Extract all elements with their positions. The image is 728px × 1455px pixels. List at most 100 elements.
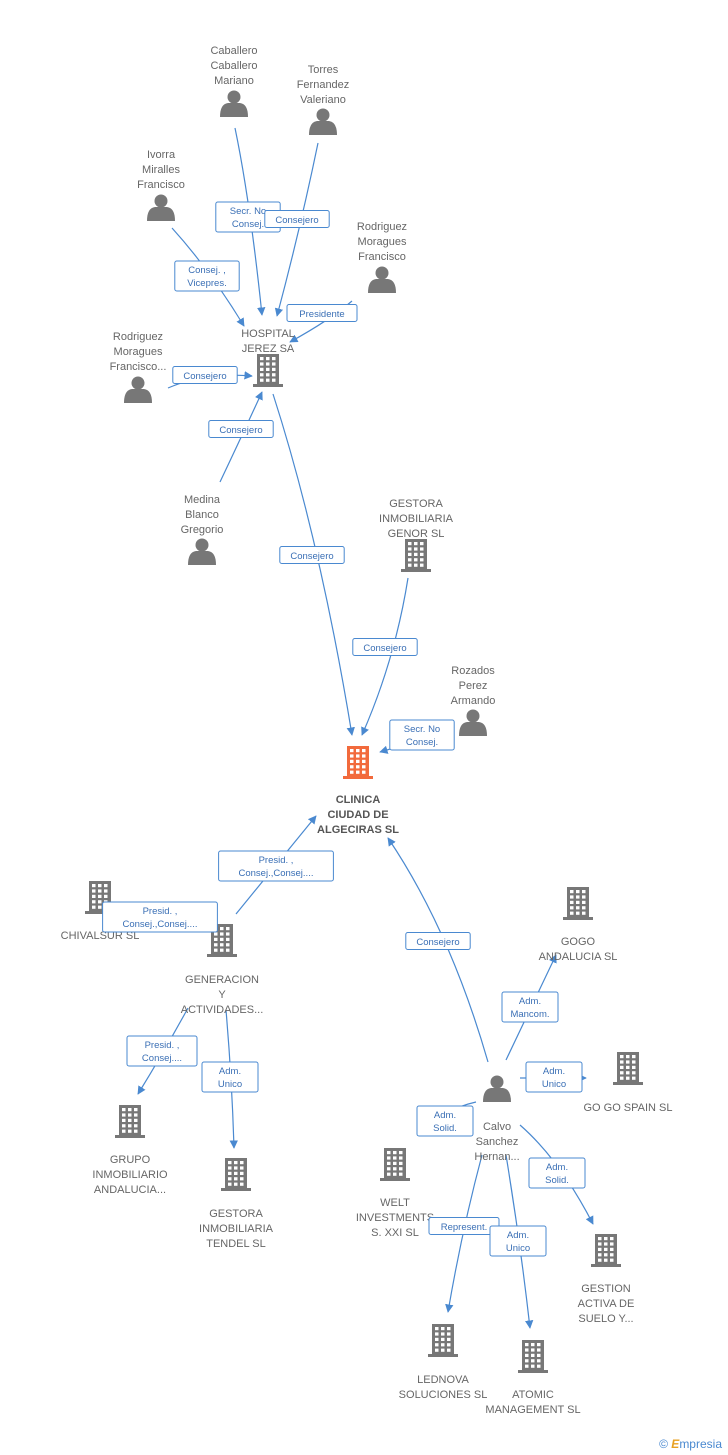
edge-label-text: Consej.,Consej.... xyxy=(123,919,198,930)
node-label: TENDEL SL xyxy=(206,1238,266,1250)
edge-label-box xyxy=(174,260,240,292)
edge-label-calvo-to-gogo_spain[interactable]: Adm.Unico xyxy=(525,1061,583,1093)
node-gogo_spain[interactable]: GO GO SPAIN SL xyxy=(583,1052,673,1114)
edge-hospital-to-clinica xyxy=(272,393,355,736)
node-label: Calvo xyxy=(483,1121,511,1133)
edge-label-rodriguez2-to-hospital[interactable]: Consejero xyxy=(172,366,238,384)
edge-label-text: Mancom. xyxy=(510,1009,549,1020)
edge-label-box xyxy=(525,1061,583,1093)
building-icon xyxy=(401,539,431,572)
node-label: MANAGEMENT SL xyxy=(485,1404,580,1416)
building-icon xyxy=(591,1234,621,1267)
edge-label-text: Presid. , xyxy=(259,855,294,866)
node-label: GESTION xyxy=(581,1283,631,1295)
edge-label-text: Solid. xyxy=(545,1175,569,1186)
node-label: CIUDAD DE xyxy=(327,809,388,821)
edge-label-text: Presid. , xyxy=(143,906,178,917)
node-label: Y xyxy=(218,989,226,1001)
edge-label-text: Adm. xyxy=(507,1230,529,1241)
empresia-brand: © Empresia xyxy=(659,1437,722,1451)
edge-label-calvo-to-atomic[interactable]: Adm.Unico xyxy=(489,1225,547,1257)
edge-label-calvo-to-welt[interactable]: Adm.Solid. xyxy=(416,1105,474,1137)
edge-label-calvo-to-clinica[interactable]: Consejero xyxy=(405,932,471,950)
edge-label-torres-to-hospital[interactable]: Consejero xyxy=(264,210,330,228)
person-icon xyxy=(459,709,487,736)
edge-label-medina-to-hospital[interactable]: Consejero xyxy=(208,420,274,438)
node-calvo[interactable]: CalvoSanchezHernan... xyxy=(474,1075,520,1164)
edge-label-box xyxy=(528,1157,586,1189)
edge-label-ivorra-to-hospital[interactable]: Consej. ,Vicepres. xyxy=(174,260,240,292)
node-label: Sanchez xyxy=(476,1136,519,1148)
building-icon xyxy=(115,1105,145,1138)
edge-label-calvo-to-gogo_and[interactable]: Adm.Mancom. xyxy=(501,991,559,1023)
edge-label-box xyxy=(416,1105,474,1137)
edge-label-rodriguez1-to-hospital[interactable]: Presidente xyxy=(286,304,358,322)
node-label: Gregorio xyxy=(181,524,224,536)
node-label: Francisco xyxy=(137,179,185,191)
node-label: JEREZ SA xyxy=(242,343,295,355)
node-label: Moragues xyxy=(358,236,407,248)
edge-label-generacion-to-clinica[interactable]: Presid. ,Consej.,Consej.... xyxy=(218,850,334,882)
node-label: Miralles xyxy=(142,164,180,176)
edge-label-text: Unico xyxy=(218,1079,242,1090)
edge-label-box xyxy=(286,304,358,322)
edge-label-text: Consej. xyxy=(406,737,438,748)
node-label: ALGECIRAS SL xyxy=(317,824,399,836)
person-icon xyxy=(147,194,175,221)
node-atomic[interactable]: ATOMIC MANAGEMENT SL xyxy=(485,1340,581,1416)
node-grupo[interactable]: GRUPOINMOBILIARIOANDALUCIA... xyxy=(92,1105,168,1196)
node-label: GO GO SPAIN SL xyxy=(583,1102,672,1114)
node-generacion[interactable]: GENERACIONYACTIVIDADES... xyxy=(181,924,264,1016)
node-label: Francisco xyxy=(358,251,406,263)
edge-label-generacion-to-grupo[interactable]: Presid. ,Consej.... xyxy=(126,1035,198,1067)
building-icon xyxy=(563,887,593,920)
edge-label-text: Consejero xyxy=(183,371,226,382)
node-label: SUELO Y... xyxy=(578,1313,633,1325)
edge-label-calvo-to-gestion[interactable]: Adm. Solid. xyxy=(528,1157,586,1189)
edge-label-chivalsur-to-generacion[interactable]: Presid. , Consej.,Consej.... xyxy=(102,901,218,933)
edge-label-text: Adm. xyxy=(434,1110,456,1121)
node-label: GESTORA xyxy=(389,498,443,510)
node-label: INMOBILIARIO xyxy=(92,1169,168,1181)
edge-label-box xyxy=(102,901,218,933)
node-label: Fernandez xyxy=(297,79,350,91)
building-icon xyxy=(613,1052,643,1085)
node-label: ATOMIC xyxy=(512,1389,554,1401)
edge-label-gestora_genor-to-clinica[interactable]: Consejero xyxy=(352,638,418,656)
edge-label-text: Presidente xyxy=(299,309,344,320)
edge-gestora_genor-to-clinica xyxy=(361,577,409,736)
node-gestion[interactable]: GESTION ACTIVA DE SUELO Y... xyxy=(578,1234,635,1325)
edge-label-generacion-to-tendel[interactable]: Adm.Unico xyxy=(201,1061,259,1093)
building-icon xyxy=(428,1324,458,1357)
node-label: ACTIVA DE xyxy=(578,1298,635,1310)
edge-label-hospital-to-clinica[interactable]: Consejero xyxy=(279,546,345,564)
node-rodriguez2[interactable]: RodriguezMoraguesFrancisco... xyxy=(110,331,167,403)
edge-label-box xyxy=(352,638,418,656)
node-label: Ivorra xyxy=(147,149,176,161)
node-label: Hernan... xyxy=(474,1151,519,1163)
edge-label-box xyxy=(489,1225,547,1257)
edge-label-text: Consej.... xyxy=(142,1053,182,1064)
edge-label-box xyxy=(201,1061,259,1093)
building-icon xyxy=(221,1158,251,1191)
building-icon xyxy=(343,746,373,779)
edge-label-text: Adm. xyxy=(546,1162,568,1173)
node-label: ANDALUCIA SL xyxy=(539,951,618,963)
edge-label-calvo-to-lednova[interactable]: Represent. xyxy=(428,1217,500,1235)
